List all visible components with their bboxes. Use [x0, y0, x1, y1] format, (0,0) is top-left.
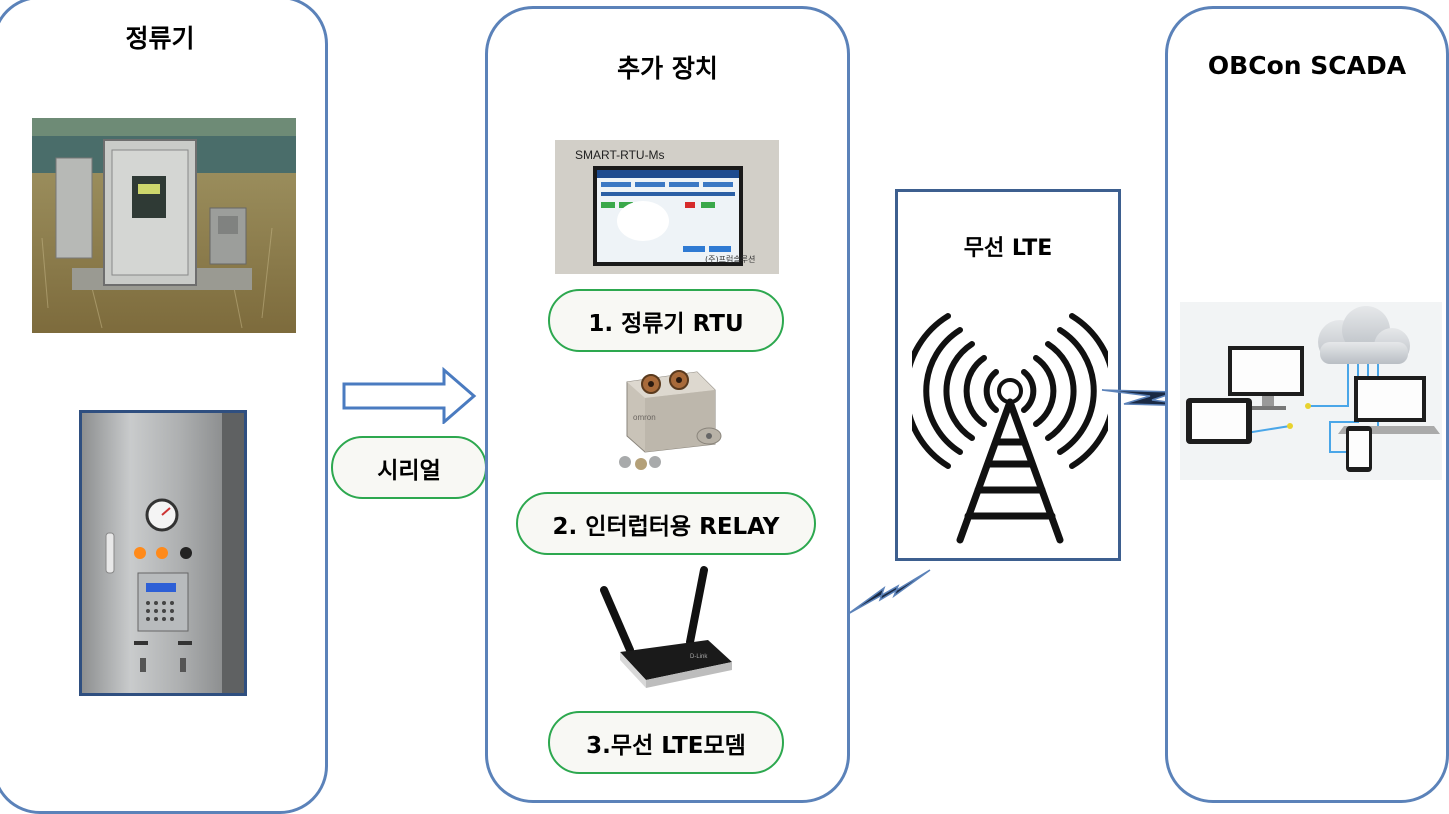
lte-router-photo: D-Link — [590, 562, 740, 692]
router-brand-text: D-Link — [690, 654, 708, 660]
wireless-lte-label: 무선 LTE — [963, 236, 1053, 261]
relay-brand-text: omron — [633, 413, 656, 422]
lte-modem-label: 3.무선 LTE모뎀 — [548, 711, 784, 774]
rtu-label: 1. 정류기 RTU — [548, 289, 784, 352]
rtu-device-photo: SMART-RTU-Ms (주)프럼솔루션 — [555, 140, 779, 274]
cell-tower-icon — [912, 313, 1108, 544]
serial-connection-label: 시리얼 — [331, 436, 487, 499]
rectifier-outdoor-photo — [32, 118, 296, 333]
serial-arrow-icon — [342, 366, 477, 424]
rtu-screen-title: SMART-RTU-Ms — [575, 148, 665, 162]
wireless-lte-box: 무선 LTE — [895, 189, 1121, 561]
relay-device-photo: omron — [605, 362, 730, 474]
wireless-link-bolt-icon — [847, 569, 931, 615]
scada-panel-title: OBCon SCADA — [1207, 51, 1407, 80]
relay-label: 2. 인터럽터용 RELAY — [516, 492, 816, 555]
cloud-devices-illustration — [1180, 302, 1442, 480]
rectifier-panel-title: 정류기 — [125, 24, 195, 53]
addon-panel-title: 추가 장치 — [617, 54, 718, 83]
rectifier-panel-door-photo — [79, 410, 247, 696]
rtu-maker-text: (주)프럼솔루션 — [705, 255, 756, 264]
